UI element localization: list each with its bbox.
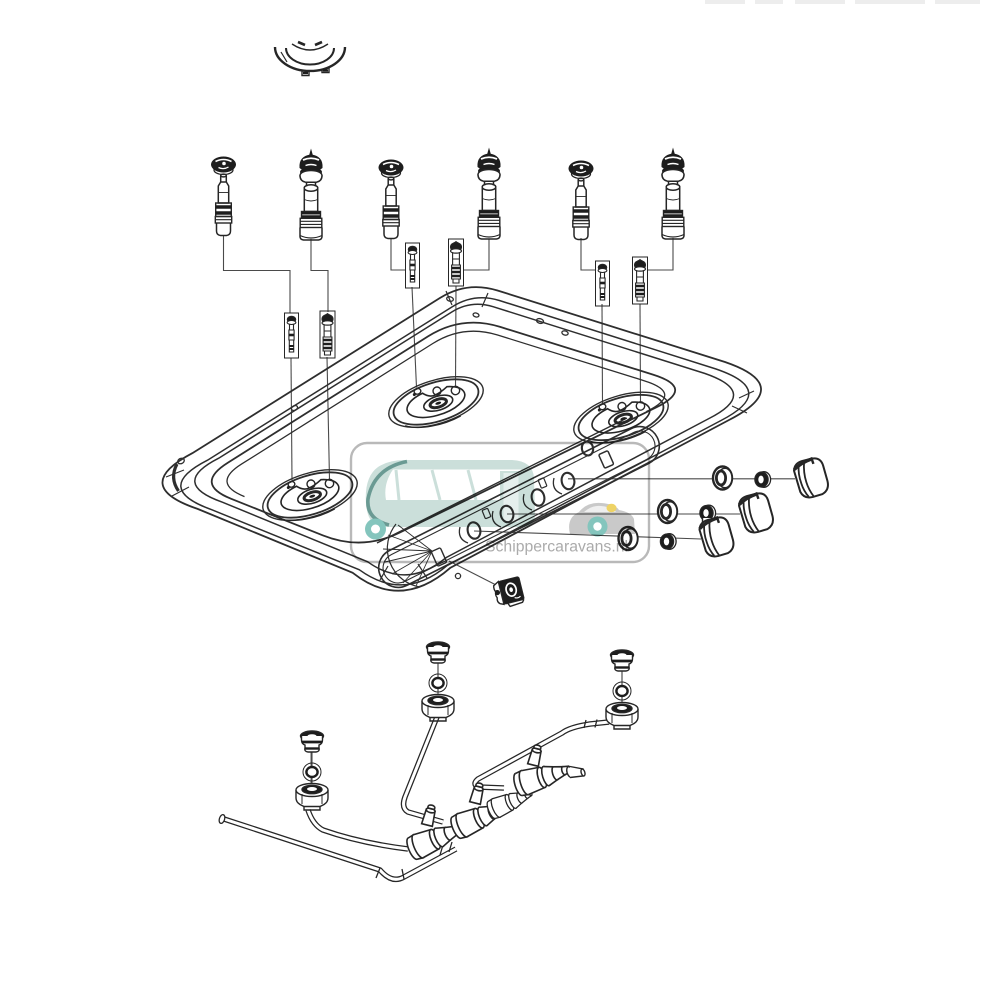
svg-text:Schippercaravans.nl: Schippercaravans.nl <box>485 539 628 556</box>
